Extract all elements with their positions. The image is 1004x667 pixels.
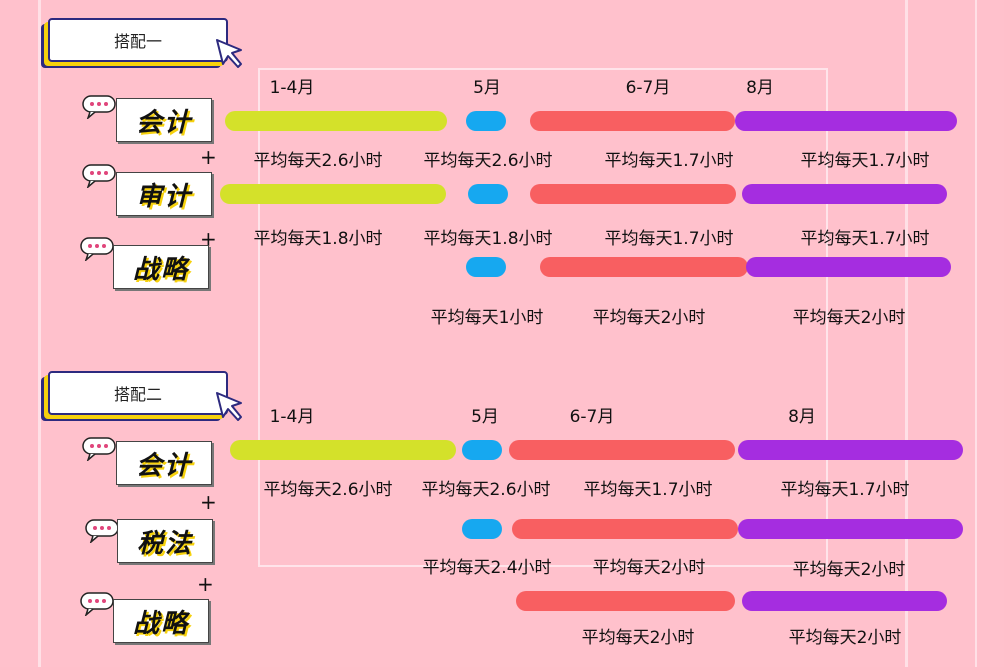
cursor-icon bbox=[216, 392, 242, 421]
subject-label: 会计 bbox=[116, 98, 212, 142]
bar-phase-8 bbox=[738, 519, 963, 539]
month-label: 6-7月 bbox=[625, 78, 671, 98]
hours-label: 平均每天2小时 bbox=[792, 560, 906, 580]
chat-bubble-icon bbox=[82, 437, 116, 461]
hours-label: 平均每天2.6小时 bbox=[423, 151, 553, 171]
subject-label: 审计 bbox=[116, 172, 212, 216]
hours-label: 平均每天2.4小时 bbox=[422, 558, 552, 578]
hours-label: 平均每天1.7小时 bbox=[800, 151, 930, 171]
month-label: 5月 bbox=[471, 407, 499, 427]
hours-label: 平均每天2小时 bbox=[792, 308, 906, 328]
bar-phase-1-4 bbox=[220, 184, 446, 204]
bg-grid-line bbox=[905, 0, 908, 667]
group-tag-1: 搭配一 bbox=[48, 18, 228, 62]
bar-phase-6-7 bbox=[540, 257, 748, 277]
month-label: 8月 bbox=[788, 407, 816, 427]
subject-label: 税法 bbox=[117, 519, 213, 563]
plus-sign: + bbox=[200, 145, 217, 169]
group-tag-label: 搭配一 bbox=[113, 32, 162, 51]
bar-phase-5 bbox=[468, 184, 508, 204]
hours-label: 平均每天2小时 bbox=[581, 628, 695, 648]
month-label: 8月 bbox=[746, 78, 774, 98]
bar-phase-5 bbox=[466, 257, 506, 277]
bg-grid-line bbox=[38, 0, 41, 667]
bar-phase-8 bbox=[746, 257, 951, 277]
month-label: 6-7月 bbox=[569, 407, 615, 427]
hours-label: 平均每天2小时 bbox=[592, 308, 706, 328]
hours-label: 平均每天1小时 bbox=[430, 308, 544, 328]
subject-label: 战略 bbox=[113, 599, 209, 643]
bar-phase-8 bbox=[735, 111, 957, 131]
hours-label: 平均每天1.8小时 bbox=[253, 229, 383, 249]
group-tag-2: 搭配二 bbox=[48, 371, 228, 415]
bar-phase-1-4 bbox=[230, 440, 456, 460]
bar-phase-6-7 bbox=[530, 184, 736, 204]
bar-phase-8 bbox=[738, 440, 963, 460]
month-label: 5月 bbox=[473, 78, 501, 98]
subject-label: 战略 bbox=[113, 245, 209, 289]
hours-label: 平均每天1.7小时 bbox=[800, 229, 930, 249]
bar-phase-5 bbox=[462, 440, 502, 460]
hours-label: 平均每天1.8小时 bbox=[423, 229, 553, 249]
month-label: 1-4月 bbox=[269, 78, 315, 98]
plus-sign: + bbox=[200, 490, 217, 514]
bar-phase-6-7 bbox=[530, 111, 735, 131]
hours-label: 平均每天1.7小时 bbox=[604, 151, 734, 171]
hours-label: 平均每天2.6小时 bbox=[421, 480, 551, 500]
hours-label: 平均每天1.7小时 bbox=[780, 480, 910, 500]
hours-label: 平均每天1.7小时 bbox=[604, 229, 734, 249]
group-tag-label: 搭配二 bbox=[113, 385, 162, 404]
chat-bubble-icon bbox=[80, 237, 114, 261]
bar-phase-6-7 bbox=[516, 591, 735, 611]
hours-label: 平均每天2.6小时 bbox=[263, 480, 393, 500]
bg-grid-line bbox=[975, 0, 977, 667]
hours-label: 平均每天2小时 bbox=[592, 558, 706, 578]
subject-label: 会计 bbox=[116, 441, 212, 485]
month-label: 1-4月 bbox=[269, 407, 315, 427]
bar-phase-6-7 bbox=[509, 440, 735, 460]
chat-bubble-icon bbox=[82, 95, 116, 119]
bar-phase-5 bbox=[466, 111, 506, 131]
hours-label: 平均每天2小时 bbox=[788, 628, 902, 648]
bar-phase-1-4 bbox=[225, 111, 447, 131]
bar-phase-6-7 bbox=[512, 519, 738, 539]
plus-sign: + bbox=[197, 572, 214, 596]
bar-phase-5 bbox=[462, 519, 502, 539]
bar-phase-8 bbox=[742, 591, 947, 611]
chat-bubble-icon bbox=[80, 592, 114, 616]
bar-phase-8 bbox=[742, 184, 947, 204]
cursor-icon bbox=[216, 39, 242, 68]
hours-label: 平均每天2.6小时 bbox=[253, 151, 383, 171]
chat-bubble-icon bbox=[82, 164, 116, 188]
hours-label: 平均每天1.7小时 bbox=[583, 480, 713, 500]
chat-bubble-icon bbox=[85, 519, 119, 543]
